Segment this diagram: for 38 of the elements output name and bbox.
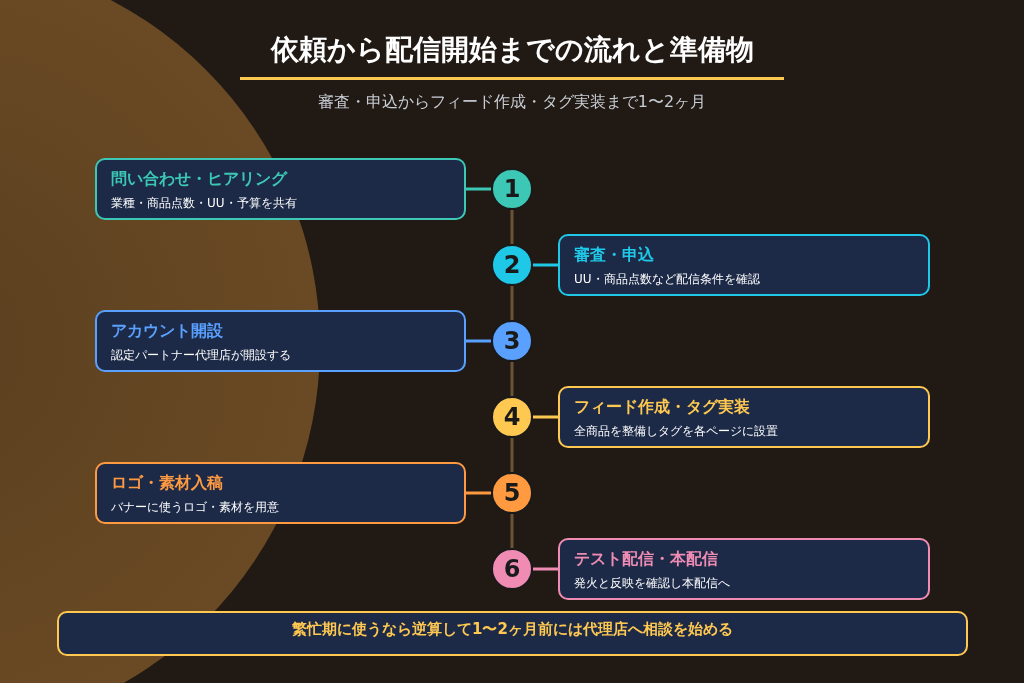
connector-line	[466, 339, 491, 343]
step-description: バナーに使うロゴ・素材を用意	[111, 499, 280, 516]
step-number-circle: 5	[491, 472, 533, 514]
step-description: 全商品を整備しタグを各ページに設置	[574, 423, 779, 440]
step-heading: 審査・申込	[574, 244, 655, 266]
step-heading: 問い合わせ・ヒアリング	[111, 168, 289, 190]
timeline-line	[510, 362, 514, 396]
step-heading: ロゴ・素材入稿	[111, 472, 224, 494]
title: 依頼から配信開始までの流れと準備物	[269, 32, 755, 68]
step-description: 認定パートナー代理店が開設する	[111, 347, 292, 364]
step-number-circle: 6	[491, 548, 533, 590]
step-description: 発火と反映を確認し本配信へ	[574, 575, 731, 592]
step-number-circle: 3	[491, 320, 533, 362]
subtitle: 審査・申込からフィード作成・タグ実装まで1〜2ヶ月	[316, 91, 708, 113]
step-number-circle: 4	[491, 396, 533, 438]
step-card	[558, 386, 930, 448]
timeline-line	[510, 210, 514, 244]
connector-line	[466, 187, 491, 191]
step-number-circle: 2	[491, 244, 533, 286]
step-card	[558, 234, 930, 296]
connector-line	[533, 263, 558, 267]
step-card	[558, 538, 930, 600]
step-heading: フィード作成・タグ実装	[574, 396, 751, 418]
timeline-line	[510, 286, 514, 320]
step-number-circle: 1	[491, 168, 533, 210]
step-description: 業種・商品点数・UU・予算を共有	[111, 195, 298, 212]
step-heading: アカウント開設	[111, 320, 224, 342]
step-description: UU・商品点数など配信条件を確認	[574, 271, 761, 288]
connector-line	[533, 415, 558, 419]
step-card	[95, 310, 466, 372]
step-card	[95, 462, 466, 524]
step-heading: テスト配信・本配信	[574, 548, 719, 570]
step-card	[95, 158, 466, 220]
connector-line	[533, 567, 558, 571]
timeline-line	[510, 438, 514, 472]
note-box: 繁忙期に使うなら逆算して1〜2ヶ月前には代理店へ相談を始める	[57, 611, 968, 656]
connector-line	[466, 491, 491, 495]
timeline-line	[510, 514, 514, 548]
